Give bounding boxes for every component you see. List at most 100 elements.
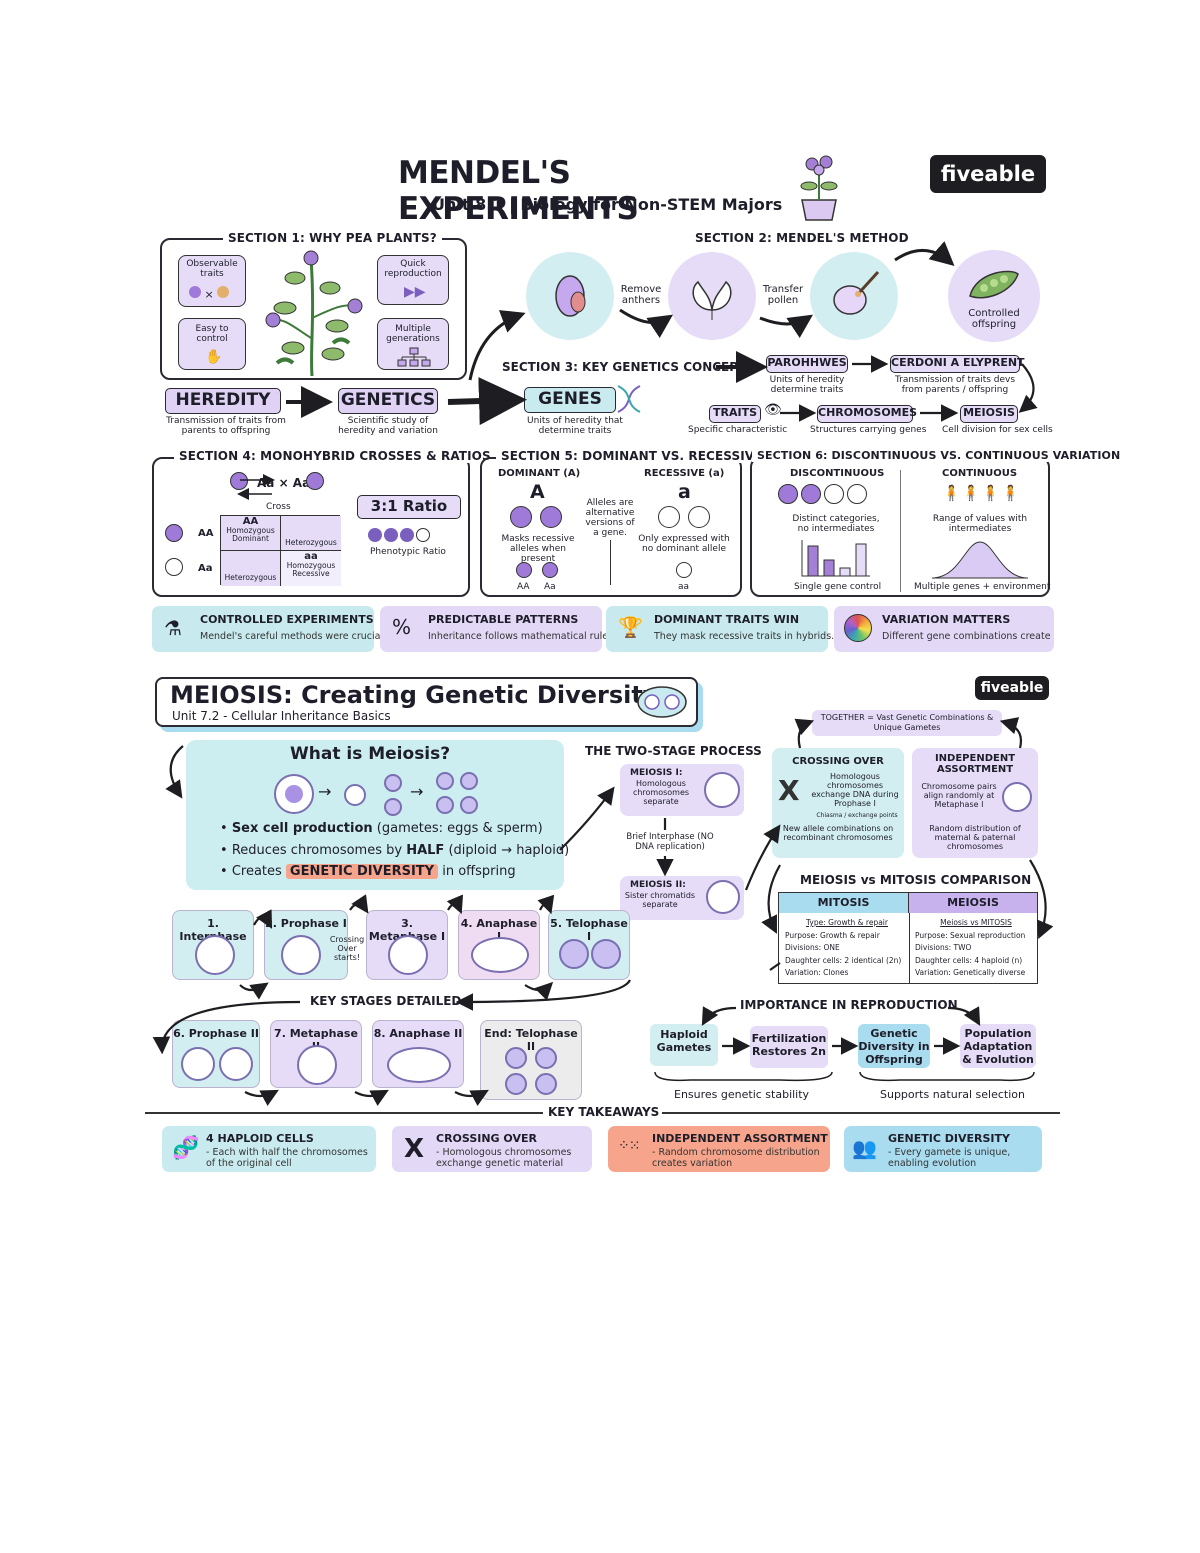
punnett-cell-aa: AA Homozygous Dominant: [221, 516, 281, 551]
bar-predictable: % PREDICTABLE PATTERNS Inheritance follo…: [380, 606, 616, 652]
traits-pill: TRAITS: [709, 405, 761, 423]
flask-icon: ⚗: [164, 616, 182, 640]
meiosis-title: MEIOSIS: Creating Genetic Diversity: [170, 681, 659, 709]
stage-prophase1: 2. Prophase I: [264, 910, 348, 980]
key-stages-title: KEY STAGES DETAILED: [310, 994, 462, 1008]
anaphase1-cell: [471, 937, 529, 973]
chromosomes-desc: Structures carrying genes: [810, 425, 927, 435]
open-flower-icon: [692, 280, 732, 320]
stage-anaphase2: 8. Anaphase II: [372, 1020, 464, 1088]
meiosis-desc: Cell division for sex cells: [942, 425, 1053, 435]
supports-note: Supports natural selection: [880, 1088, 1025, 1101]
section5-title: SECTION 5: DOMINANT VS. RECESSIVE: [496, 449, 768, 463]
gamete-1: [436, 772, 454, 790]
people-takeaway-icon: 👥: [852, 1136, 877, 1160]
multiple-label: Multiple genes + environment: [914, 582, 1051, 592]
fiveable-logo-2: fiveable: [975, 676, 1049, 700]
takeaway-independent: ⁘⁙ INDEPENDENT ASSORTMENT - Random chrom…: [608, 1126, 830, 1172]
meiosis-pill: MEIOSIS: [960, 405, 1018, 423]
takeaway-haploid: 🧬 4 HAPLOID CELLS - Each with half the c…: [162, 1126, 376, 1172]
transfer-pollen-label: Transfer pollen: [762, 284, 804, 306]
meiosis1-box: MEIOSIS I: Homologous chromosomes separa…: [620, 764, 744, 816]
chromosomes-pill: CHROMOSOMES: [817, 405, 917, 423]
cerdoni-pill: CERDONI A ELYPRENT: [890, 355, 1025, 373]
mendel-subtitle: Unit 8.1 | Biology for Non-STEM Majors: [432, 195, 783, 214]
imp-diversity: Genetic Diversity in Offspring: [858, 1024, 930, 1068]
brush-icon: [833, 270, 880, 315]
two-stage-title: THE TWO-STAGE PROCESS: [585, 744, 762, 758]
divider-s6: [900, 470, 901, 592]
rec-flower-3: [676, 562, 692, 578]
meiosis-col: Meiosis vs MITOSIS Purpose: Sexual repro…: [915, 918, 1026, 977]
meiosis-title-box: [155, 677, 698, 727]
x-chromosome-icon: X: [778, 774, 800, 807]
dna-takeaway-icon: 🧬: [172, 1136, 200, 1161]
final-cell-2: [535, 1047, 557, 1069]
stage-interphase: 1. Interphase: [172, 910, 254, 980]
importance-title: IMPORTANCE IN REPRODUCTION: [740, 998, 958, 1012]
rec-flower-1: [658, 506, 680, 528]
compare-title: MEIOSIS vs MITOSIS COMPARISON: [800, 873, 1032, 887]
flower-step2: [668, 252, 756, 340]
quick-reproduction-box: Quick reproduction ▶▶: [377, 255, 449, 305]
prophase1-cell: [281, 935, 321, 975]
final-cell-3: [505, 1073, 527, 1095]
ensures-note: Ensures genetic stability: [674, 1088, 810, 1101]
people-icons: 🧍🧍🧍🧍: [942, 484, 1021, 502]
flower-pot-icon: [800, 155, 838, 221]
bar-controlled: ⚗ CONTROLLED EXPERIMENTS Mendel's carefu…: [152, 606, 386, 652]
color-wheel-icon: [844, 614, 872, 642]
what-arrow-1: →: [318, 782, 332, 801]
ratio-banner: 3:1 Ratio: [357, 495, 461, 519]
independent-box: INDEPENDENT ASSORTMENT Chromosome pairs …: [912, 748, 1038, 858]
disc-bar-chart: [801, 540, 870, 577]
takeaways-rule-left: [145, 1112, 543, 1114]
punnett-cell-het2: Heterozygous: [221, 551, 281, 586]
imp-population: Population Adaptation & Evolution: [960, 1024, 1036, 1068]
what-arrow-2: →: [410, 782, 424, 801]
together-box: TOGETHER = Vast Genetic Combinations & U…: [812, 710, 1002, 736]
m2-cell-icon: [706, 880, 740, 914]
row-label-a: Aa: [198, 563, 213, 574]
multiple-generations-box: Multiple generations: [377, 318, 449, 370]
divider-col: [909, 913, 910, 983]
bullet-2: • Reduces chromosomes by HALF (diploid →…: [220, 843, 570, 858]
crossing-starts-note: Crossing Over starts!: [329, 935, 365, 962]
percent-icon: %: [392, 615, 412, 639]
punnett-cell-het1: Heterozygous: [281, 516, 341, 551]
eye-icon: 👁: [764, 402, 782, 418]
single-label: Single gene control: [794, 582, 882, 592]
anaphase2-cell: [387, 1047, 451, 1083]
row-label-aa: AA: [198, 528, 214, 539]
telophase1-cell-b: [591, 939, 621, 969]
chromosome-takeaway-icon: X: [404, 1134, 425, 1164]
crossing-over-box: CROSSING OVER X Homologous chromosomes e…: [772, 748, 904, 858]
interphase-note: Brief Interphase (NO DNA replication): [626, 832, 714, 852]
daughter-1: [384, 774, 402, 792]
telophase1-cell-a: [559, 939, 589, 969]
bell-curve: [932, 541, 1028, 579]
meiosis-header: MEIOSIS: [909, 893, 1037, 913]
observable-traits-box: Observable traits ×: [178, 255, 246, 307]
ah-flower: [542, 562, 558, 578]
dom-flower-2: [540, 506, 562, 528]
section6-title: SECTION 6: DISCONTINUOUS VS. CONTINUOUS …: [752, 449, 1126, 462]
section1-title: SECTION 1: WHY PEA PLANTS?: [223, 231, 442, 245]
interphase-cell: [195, 935, 235, 975]
trophy-icon: 🏆: [618, 615, 643, 639]
takeaway-crossing: X CROSSING OVER - Homologous chromosomes…: [392, 1126, 592, 1172]
row-flower-purple: [165, 524, 183, 542]
stage-metaphase1: 3. Metaphase I: [366, 910, 448, 980]
mendel-title: MENDEL'S EXPERIMENTS: [398, 155, 639, 227]
stage-anaphase1: 4. Anaphase I: [458, 910, 540, 980]
assortment-cell-icon: [1002, 782, 1032, 812]
metaphase2-cell: [297, 1045, 337, 1085]
pea-pod-icon: [969, 270, 1019, 299]
scatter-dots-icon: ⁘⁙: [618, 1138, 640, 1154]
masks-desc: Masks recessive alleles when present: [501, 534, 575, 564]
daughter-2: [384, 798, 402, 816]
pea-cross-icon: ×: [189, 286, 230, 301]
imp-fertilization: Fertilization Restores 2n: [750, 1026, 828, 1068]
bar-variation: VARIATION MATTERS Different gene combina…: [834, 606, 1054, 652]
stage-telophase2: End: Telophase II: [480, 1020, 582, 1100]
